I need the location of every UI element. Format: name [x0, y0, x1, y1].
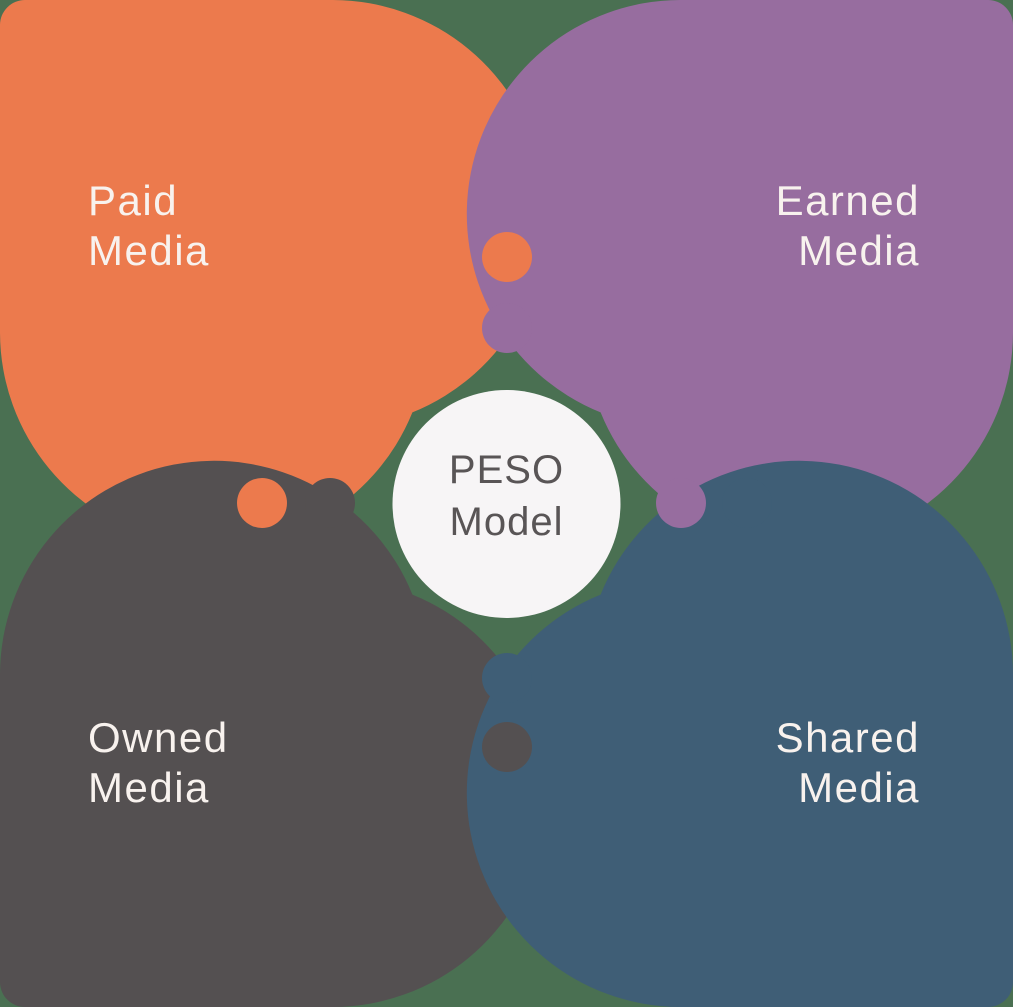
- shared-media-label-line2: Media: [798, 764, 920, 811]
- peso-model-title-line2: Model: [450, 500, 564, 544]
- paid-media-label-line2: Media: [88, 227, 210, 274]
- center-circle: [392, 390, 621, 618]
- owned-shared-dot-shared: [482, 653, 532, 703]
- paid-media-label-line1: Paid: [88, 177, 178, 224]
- peso-model-title-line1: PESO: [449, 448, 564, 492]
- paid-owned-dot-owned: [305, 478, 355, 528]
- owned-shared-dot-owned: [482, 722, 532, 772]
- paid-earned-dot-paid: [482, 232, 532, 282]
- shared-media-label-line1: Shared: [776, 714, 920, 761]
- earned-shared-dot-shared: [722, 478, 772, 528]
- paid-owned-dot-paid: [237, 478, 287, 528]
- earned-shared-dot-earned: [656, 478, 706, 528]
- owned-media-label-line1: Owned: [88, 714, 229, 761]
- owned-media-label-line2: Media: [88, 764, 210, 811]
- shared-media-petal: [466, 460, 1013, 1007]
- paid-earned-dot-earned: [482, 303, 532, 353]
- earned-media-petal: [466, 0, 1013, 547]
- owned-media-petal: [0, 460, 547, 1007]
- earned-media-label-line2: Media: [798, 227, 920, 274]
- paid-media-petal: [0, 0, 547, 547]
- earned-media-label-line1: Earned: [776, 177, 920, 224]
